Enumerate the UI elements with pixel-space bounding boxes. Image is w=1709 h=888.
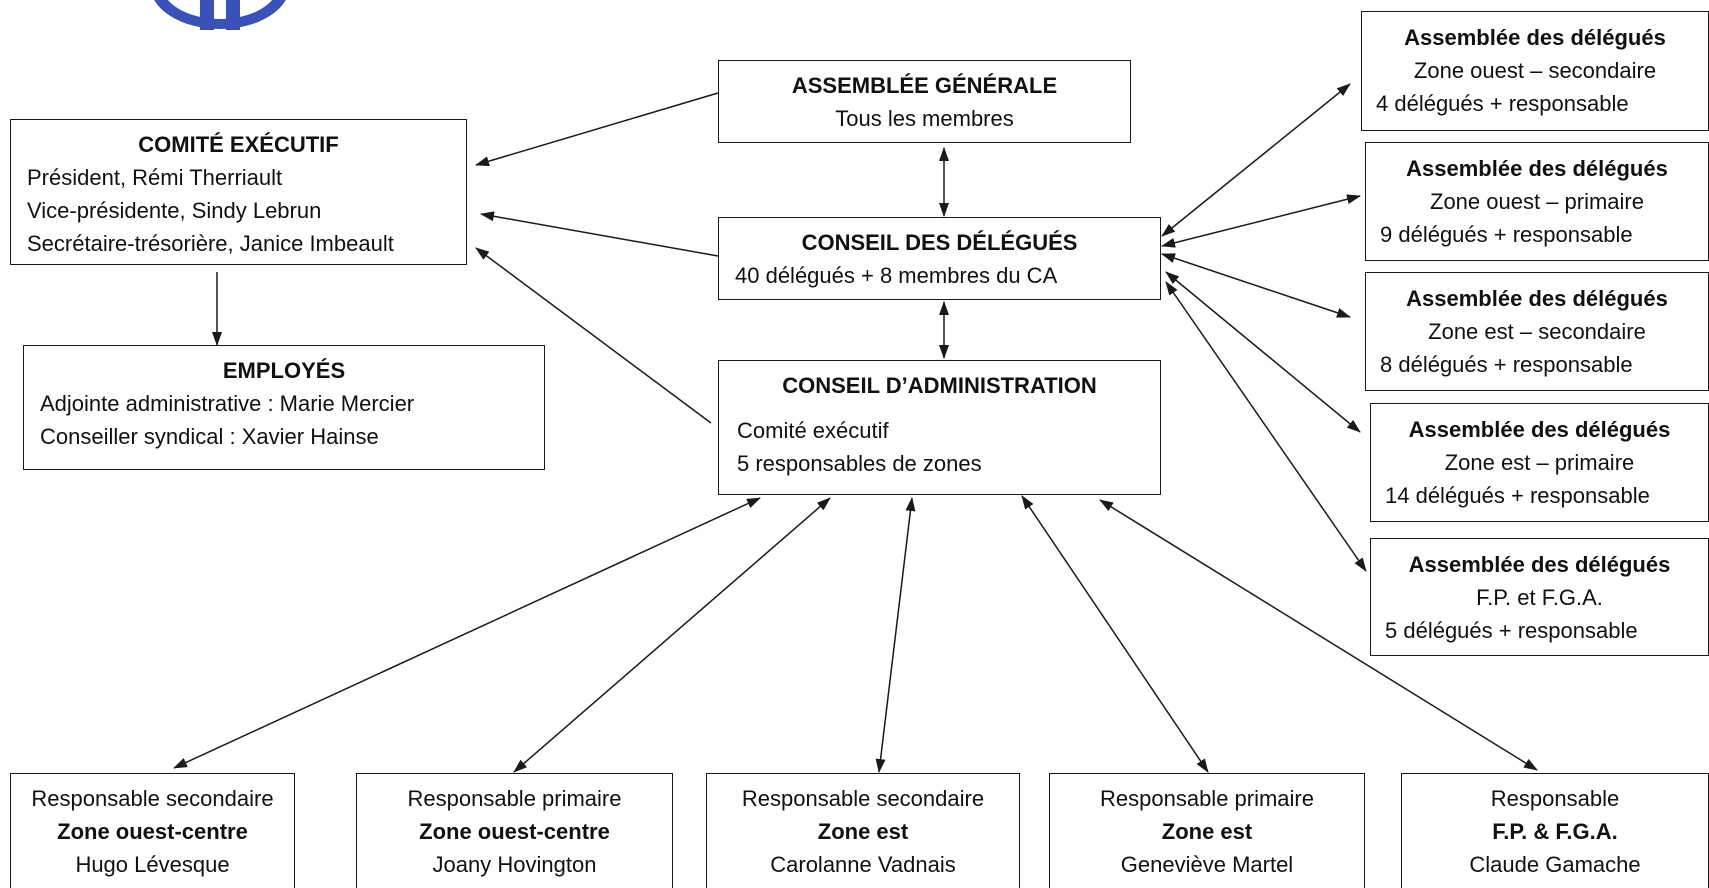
conseil-administration-box: CONSEIL D’ADMINISTRATION Comité exécutif… xyxy=(718,360,1161,495)
responsable-zone: F.P. & F.G.A. xyxy=(1492,819,1618,844)
assemblee-delegues-zone: Zone ouest – secondaire xyxy=(1413,58,1657,83)
responsable-name: Geneviève Martel xyxy=(1120,852,1294,877)
arrow-ag-to-ce xyxy=(475,92,719,167)
assemblee-delegues-title: Assemblée des délégués xyxy=(1404,25,1666,50)
responsable-name: Joany Hovington xyxy=(432,852,597,877)
assemblee-delegues-zone: Zone ouest – primaire xyxy=(1430,189,1644,214)
responsable-box: Responsable primaire Zone ouest-centre J… xyxy=(356,773,673,888)
arrow-cd-deleg-1 xyxy=(1161,83,1351,237)
assemblee-delegues-title: Assemblée des délégués xyxy=(1408,417,1671,442)
responsable-zone: Zone est xyxy=(817,819,909,844)
employes-adjointe: Adjointe administrative : Marie Mercier xyxy=(40,391,415,416)
assemblee-generale-box: ASSEMBLÉE GÉNÉRALE Tous les membres xyxy=(718,60,1131,143)
conseil-delegues-composition: 40 délégués + 8 membres du CA xyxy=(735,263,1058,288)
responsable-role: Responsable primaire xyxy=(407,786,622,811)
comite-executif-secretaire: Secrétaire-trésorière, Janice Imbeault xyxy=(27,231,394,256)
comite-executif-vice-presidente: Vice-présidente, Sindy Lebrun xyxy=(27,198,322,223)
employes-box: EMPLOYÉS Adjointe administrative : Marie… xyxy=(23,345,545,470)
union-logo-icon xyxy=(154,0,286,30)
responsable-box: Responsable secondaire Zone ouest-centre… xyxy=(10,773,295,888)
conseil-delegues-title: CONSEIL DES DÉLÉGUÉS xyxy=(801,230,1078,255)
responsable-zone: Zone ouest-centre xyxy=(419,819,610,844)
arrow-cd-deleg-4 xyxy=(1165,271,1361,433)
responsable-zone: Zone ouest-centre xyxy=(57,819,248,844)
comite-executif-president: Président, Rémi Therriault xyxy=(27,165,283,190)
assemblee-delegues-zone: Zone est – primaire xyxy=(1444,450,1635,475)
conseil-administration-line-2: 5 responsables de zones xyxy=(737,451,982,476)
responsable-name: Claude Gamache xyxy=(1469,852,1641,877)
assemblee-delegues-box: Assemblée des délégués Zone est – primai… xyxy=(1370,403,1709,522)
assemblee-delegues-title: Assemblée des délégués xyxy=(1406,156,1668,181)
assemblee-delegues-box: Assemblée des délégués F.P. et F.G.A. 5 … xyxy=(1370,538,1709,656)
arrow-ca-resp-1 xyxy=(173,497,761,769)
comite-executif-title: COMITÉ EXÉCUTIF xyxy=(138,132,339,157)
arrow-ca-resp-5 xyxy=(1099,499,1538,771)
responsable-role: Responsable xyxy=(1490,786,1620,811)
responsable-role: Responsable secondaire xyxy=(741,786,985,811)
arrow-ca-resp-3 xyxy=(875,497,916,773)
arrow-ca-to-ce xyxy=(475,247,712,424)
arrow-cd-deleg-2 xyxy=(1161,194,1361,248)
responsable-role: Responsable secondaire xyxy=(31,786,274,811)
assemblee-delegues-box: Assemblée des délégués Zone ouest – seco… xyxy=(1361,11,1709,131)
responsable-name: Hugo Lévesque xyxy=(75,852,230,877)
assemblee-generale-members: Tous les membres xyxy=(835,106,1014,131)
assemblee-delegues-count: 9 délégués + responsable xyxy=(1380,222,1633,247)
assemblee-delegues-title: Assemblée des délégués xyxy=(1408,552,1671,577)
assemblee-delegues-box: Assemblée des délégués Zone est – second… xyxy=(1365,272,1709,391)
arrow-cd-deleg-5 xyxy=(1165,281,1367,572)
arrow-cd-deleg-3 xyxy=(1161,253,1351,318)
conseil-administration-title: CONSEIL D’ADMINISTRATION xyxy=(782,373,1097,398)
assemblee-delegues-title: Assemblée des délégués xyxy=(1406,286,1668,311)
assemblee-delegues-count: 8 délégués + responsable xyxy=(1380,352,1633,377)
assemblee-delegues-count: 4 délégués + responsable xyxy=(1376,91,1629,116)
employes-conseiller: Conseiller syndical : Xavier Hainse xyxy=(40,424,379,449)
responsable-box: Responsable primaire Zone est Geneviève … xyxy=(1049,773,1365,888)
arrow-ca-resp-2 xyxy=(513,497,831,773)
arrow-cd-to-ce xyxy=(480,211,719,257)
employes-title: EMPLOYÉS xyxy=(222,358,346,383)
responsable-name: Carolanne Vadnais xyxy=(770,852,956,877)
assemblee-generale-title: ASSEMBLÉE GÉNÉRALE xyxy=(791,73,1058,98)
assemblee-delegues-count: 14 délégués + responsable xyxy=(1385,483,1650,508)
assemblee-delegues-zone: Zone est – secondaire xyxy=(1428,319,1646,344)
responsable-box: Responsable secondaire Zone est Carolann… xyxy=(706,773,1020,888)
assemblee-delegues-count: 5 délégués + responsable xyxy=(1385,618,1638,643)
conseil-delegues-box: CONSEIL DES DÉLÉGUÉS 40 délégués + 8 mem… xyxy=(718,217,1161,300)
responsable-box: Responsable F.P. & F.G.A. Claude Gamache xyxy=(1401,773,1709,888)
arrow-ca-resp-4 xyxy=(1021,495,1209,773)
comite-executif-box: COMITÉ EXÉCUTIF Président, Rémi Therriau… xyxy=(10,119,467,265)
responsable-zone: Zone est xyxy=(1161,819,1253,844)
assemblee-delegues-box: Assemblée des délégués Zone ouest – prim… xyxy=(1365,142,1709,261)
responsable-role: Responsable primaire xyxy=(1100,786,1314,811)
conseil-administration-line-1: Comité exécutif xyxy=(737,418,889,443)
assemblee-delegues-zone: F.P. et F.G.A. xyxy=(1476,585,1603,610)
